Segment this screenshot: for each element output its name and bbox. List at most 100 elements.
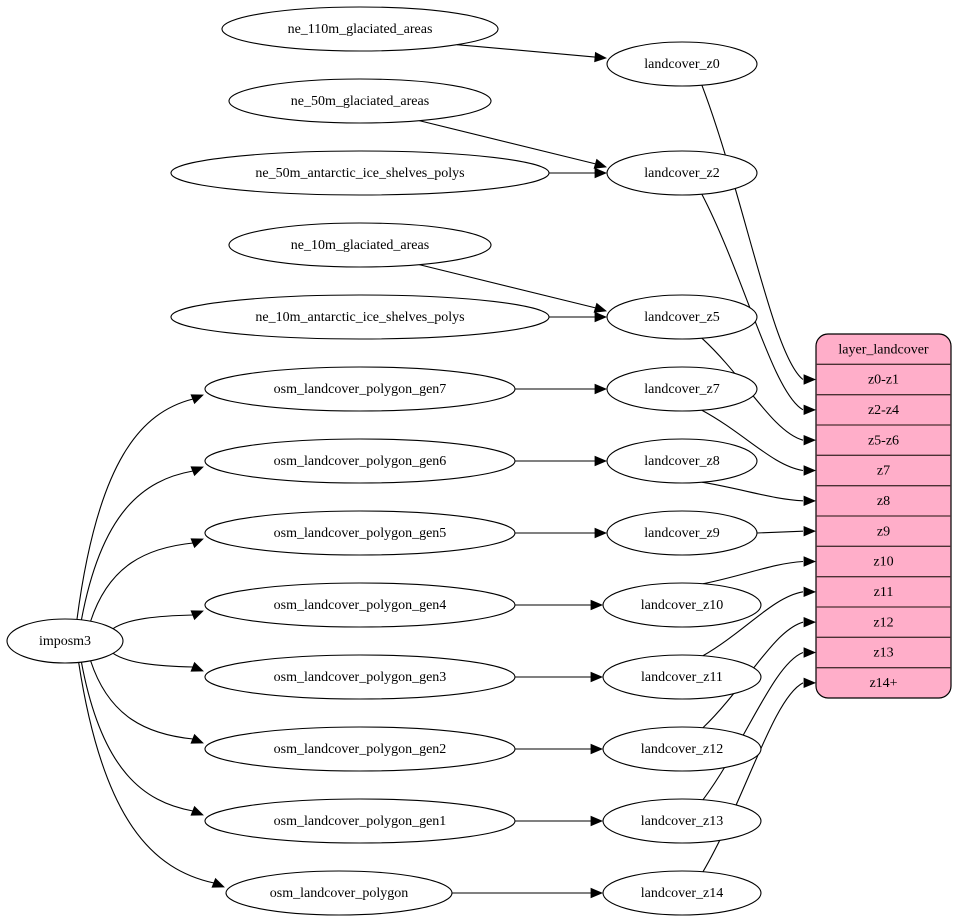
edge-osm_landcover_polygon_gen3-to-landcover_z11 <box>515 671 604 683</box>
edge-line <box>80 661 194 812</box>
node-osm_landcover_polygon[interactable]: osm_landcover_polygon <box>225 870 453 916</box>
node-ne_110m_glaciated_areas[interactable]: ne_110m_glaciated_areas <box>221 6 499 52</box>
node-landcover_z2[interactable]: landcover_z2 <box>606 150 758 196</box>
node-landcover_z8[interactable]: landcover_z8 <box>606 438 758 484</box>
node-ne_10m_antarctic_ice_shelves_polys[interactable]: ne_10m_antarctic_ice_shelves_polys <box>170 294 550 340</box>
node-label: landcover_z0 <box>644 57 719 72</box>
edge-line <box>702 560 804 585</box>
node-label: ne_10m_antarctic_ice_shelves_polys <box>255 310 464 325</box>
table-row-label: z2-z4 <box>868 403 899 418</box>
edge-landcover_z5-to-row-z5-z6 <box>701 337 817 446</box>
node-ellipse <box>204 798 516 844</box>
edge-landcover_z11-to-row-z11 <box>702 586 817 657</box>
node-ellipse <box>602 654 762 700</box>
edge-line <box>701 193 804 411</box>
node-ne_10m_glaciated_areas[interactable]: ne_10m_glaciated_areas <box>228 222 492 268</box>
node-landcover_z10[interactable]: landcover_z10 <box>602 582 762 628</box>
node-osm_landcover_polygon_gen3[interactable]: osm_landcover_polygon_gen3 <box>204 654 516 700</box>
node-landcover_z9[interactable]: landcover_z9 <box>606 510 758 556</box>
edge-arrowhead <box>590 599 604 611</box>
edge-line <box>76 398 194 620</box>
node-label: osm_landcover_polygon_gen5 <box>274 526 447 541</box>
edge-imposm3-to-osm_landcover_polygon_gen2 <box>90 660 204 744</box>
node-label: landcover_z10 <box>641 598 723 613</box>
node-osm_landcover_polygon_gen1[interactable]: osm_landcover_polygon_gen1 <box>204 798 516 844</box>
table-row-label: z13 <box>873 646 893 661</box>
node-ellipse <box>6 618 124 664</box>
edge-arrowhead <box>190 394 204 405</box>
node-osm_landcover_polygon_gen5[interactable]: osm_landcover_polygon_gen5 <box>204 510 516 556</box>
edge-imposm3-to-osm_landcover_polygon <box>78 662 225 888</box>
edge-arrowhead <box>803 677 817 689</box>
node-ellipse <box>606 510 758 556</box>
node-landcover_z14[interactable]: landcover_z14 <box>602 870 762 916</box>
node-ellipse <box>204 510 516 556</box>
edge-arrowhead <box>803 556 817 567</box>
edge-imposm3-to-osm_landcover_polygon_gen1 <box>80 661 204 816</box>
edge-ne_110m_glaciated_areas-to-landcover_z0 <box>456 44 608 63</box>
table-row-label: z8 <box>877 494 890 509</box>
edge-arrowhead <box>590 671 604 683</box>
table-row-label: z14+ <box>869 676 897 691</box>
node-ellipse <box>606 438 758 484</box>
edge-arrowhead <box>803 525 817 537</box>
node-label: osm_landcover_polygon_gen4 <box>274 598 447 613</box>
node-osm_landcover_polygon_gen6[interactable]: osm_landcover_polygon_gen6 <box>204 438 516 484</box>
edge-arrowhead <box>190 733 204 744</box>
edge-imposm3-to-osm_landcover_polygon_gen3 <box>112 652 204 672</box>
node-imposm3[interactable]: imposm3 <box>6 618 124 664</box>
node-ellipse <box>170 150 550 196</box>
node-ne_50m_glaciated_areas[interactable]: ne_50m_glaciated_areas <box>228 78 492 124</box>
edge-line <box>702 651 804 801</box>
edge-line <box>701 337 804 441</box>
edge-osm_landcover_polygon_gen5-to-landcover_z9 <box>515 527 608 539</box>
node-ellipse <box>602 870 762 916</box>
edge-landcover_z10-to-row-z10 <box>702 556 817 585</box>
node-label: osm_landcover_polygon_gen3 <box>274 670 447 685</box>
node-landcover_z12[interactable]: landcover_z12 <box>602 726 762 772</box>
node-ellipse <box>204 438 516 484</box>
edge-arrowhead <box>594 527 608 539</box>
edge-line <box>78 662 215 884</box>
node-label: imposm3 <box>39 634 91 649</box>
edge-arrowhead <box>211 877 225 888</box>
edges-layer <box>76 44 817 899</box>
node-ellipse <box>221 6 499 52</box>
edge-osm_landcover_polygon_gen4-to-landcover_z10 <box>515 599 604 611</box>
node-label: ne_110m_glaciated_areas <box>288 22 433 37</box>
node-label: landcover_z7 <box>644 382 719 397</box>
node-landcover_z13[interactable]: landcover_z13 <box>602 798 762 844</box>
edge-arrowhead <box>803 404 817 416</box>
node-ellipse <box>204 726 516 772</box>
table-row-label: z10 <box>873 555 893 570</box>
edge-arrowhead <box>190 661 204 672</box>
node-label: landcover_z12 <box>641 742 723 757</box>
table-row-label: z9 <box>877 524 890 539</box>
node-osm_landcover_polygon_gen2[interactable]: osm_landcover_polygon_gen2 <box>204 726 516 772</box>
edge-landcover_z8-to-row-z8 <box>701 481 817 507</box>
node-label: landcover_z5 <box>644 310 719 325</box>
edge-arrowhead <box>594 51 608 63</box>
node-label: osm_landcover_polygon_gen6 <box>274 454 447 469</box>
edge-arrowhead <box>593 302 607 313</box>
node-landcover_z0[interactable]: landcover_z0 <box>606 41 758 87</box>
edge-arrowhead <box>190 466 204 477</box>
edge-arrowhead <box>803 465 817 476</box>
node-landcover_z7[interactable]: landcover_z7 <box>606 366 758 412</box>
edge-arrowhead <box>803 434 817 446</box>
node-landcover_z5[interactable]: landcover_z5 <box>606 294 758 340</box>
node-label: ne_50m_glaciated_areas <box>291 94 429 109</box>
node-osm_landcover_polygon_gen4[interactable]: osm_landcover_polygon_gen4 <box>204 582 516 628</box>
table-row-label: z5-z6 <box>868 433 899 448</box>
edge-osm_landcover_polygon_gen6-to-landcover_z8 <box>515 455 608 467</box>
table-row-label: z11 <box>874 585 894 600</box>
node-label: osm_landcover_polygon_gen1 <box>274 814 447 829</box>
node-landcover_z11[interactable]: landcover_z11 <box>602 654 762 700</box>
edge-arrowhead <box>593 158 607 169</box>
edge-landcover_z12-to-row-z12 <box>702 616 817 729</box>
node-ne_50m_antarctic_ice_shelves_polys[interactable]: ne_50m_antarctic_ice_shelves_polys <box>170 150 550 196</box>
nodes-layer: imposm3 ne_110m_glaciated_areas ne_50m_gla… <box>6 6 762 916</box>
edge-line <box>702 621 804 729</box>
node-osm_landcover_polygon_gen7[interactable]: osm_landcover_polygon_gen7 <box>204 366 516 412</box>
